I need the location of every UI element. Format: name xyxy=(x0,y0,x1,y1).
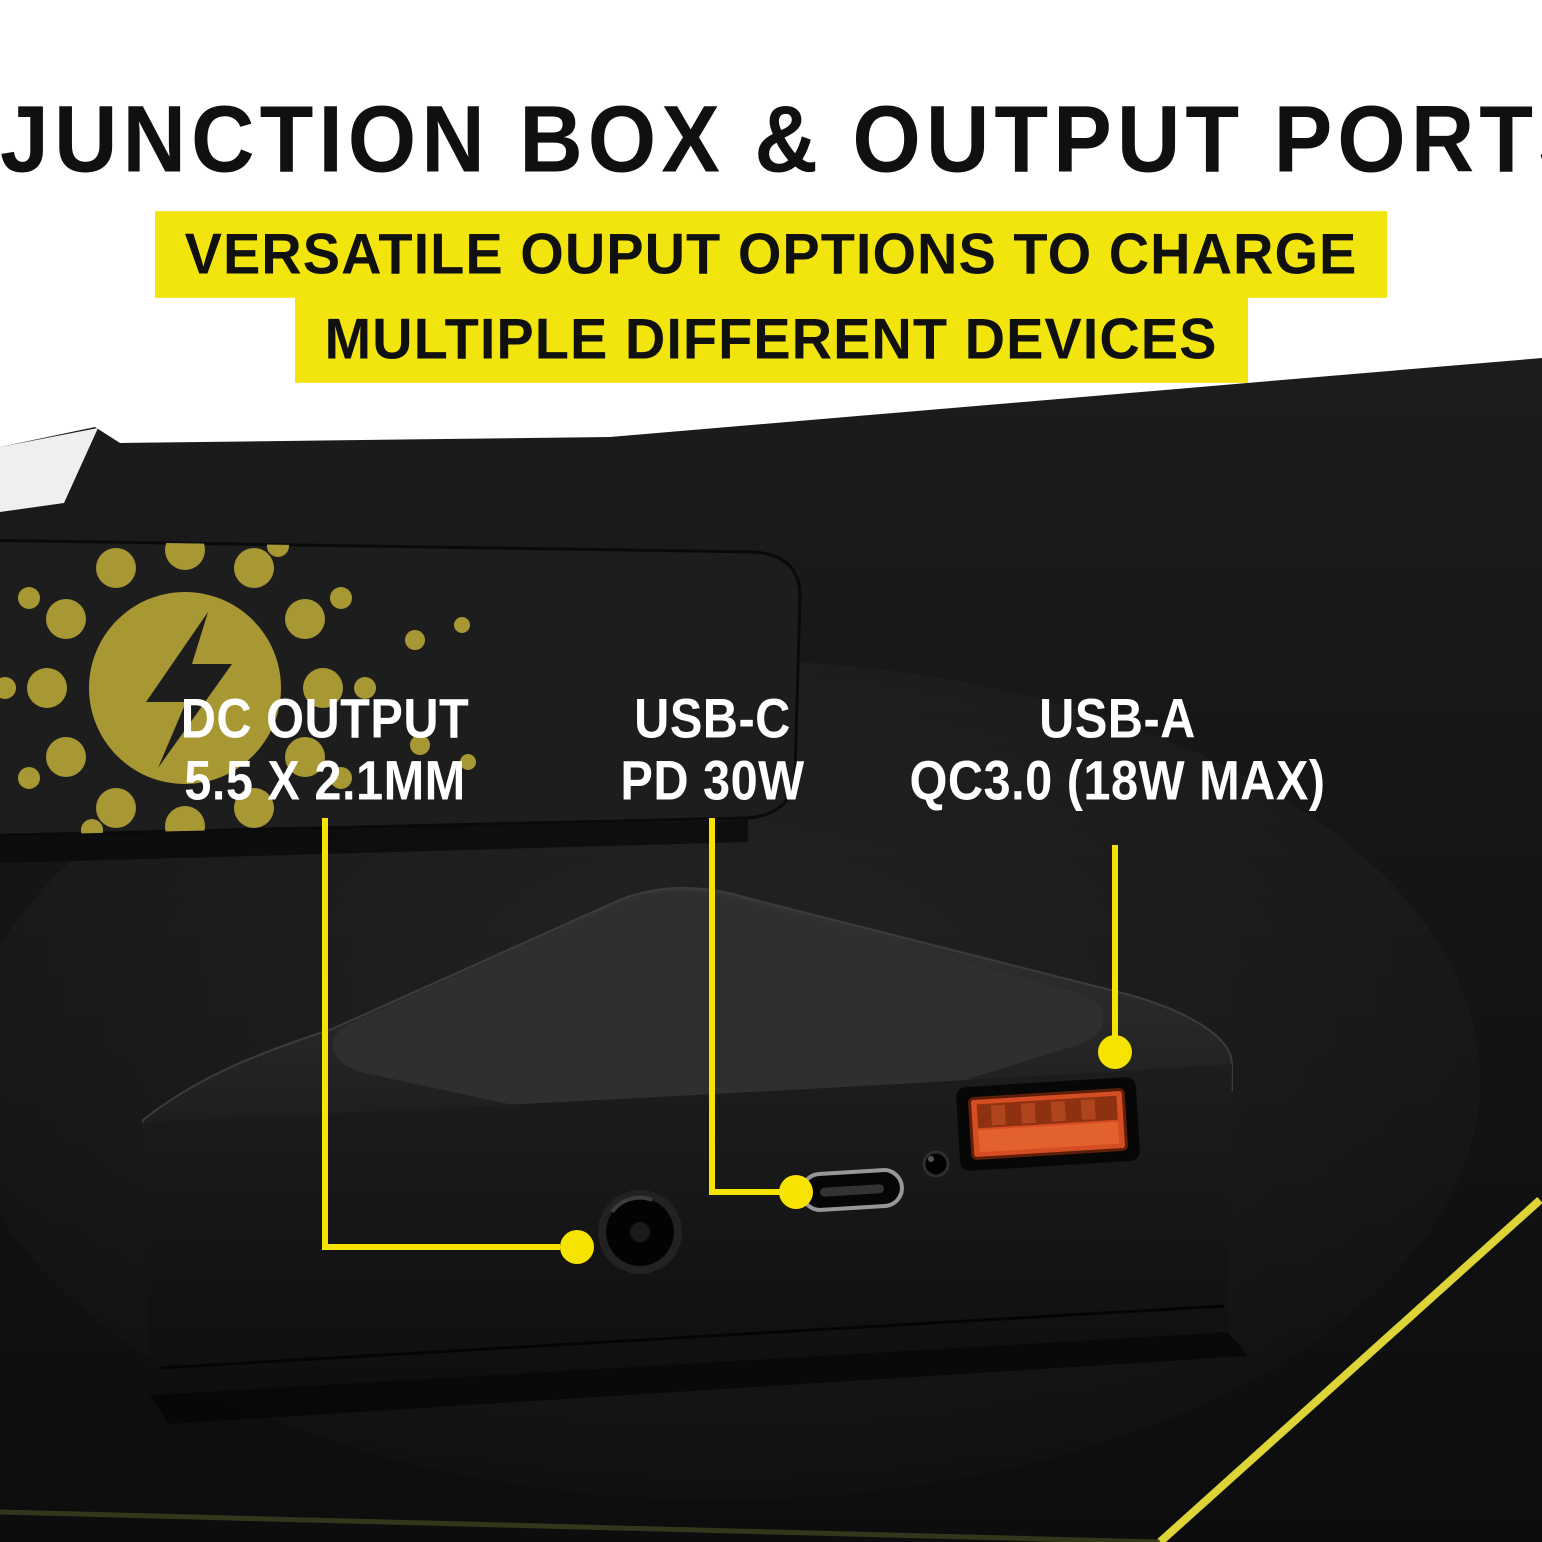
brand-logo xyxy=(0,540,476,836)
subtitle-highlight-line-1: VERSATILE OUPUT OPTIONS TO CHARGE xyxy=(154,211,1388,298)
usb-a-label-title: USB-A xyxy=(1039,688,1196,750)
callout-label-dc: DC OUTPUT 5.5 X 2.1MM xyxy=(113,688,536,813)
callout-label-usb-c: USB-C PD 30W xyxy=(540,688,885,813)
junction-box xyxy=(141,887,1233,1395)
panel-edge-piping xyxy=(1157,1197,1542,1542)
callout-dots xyxy=(560,1035,1132,1264)
usb-a-port xyxy=(956,1077,1140,1171)
page-title: JUNCTION BOX & OUTPUT PORTS xyxy=(0,85,1542,192)
callout-line-usbc xyxy=(709,818,780,1195)
callout-dot-dc xyxy=(560,1230,594,1264)
callout-dot-usba xyxy=(1098,1035,1132,1069)
led-indicator xyxy=(922,1150,950,1178)
logo-bolt-icon xyxy=(146,612,232,768)
dc-label-spec: 5.5 X 2.1MM xyxy=(184,750,466,813)
usb-c-label-spec: PD 30W xyxy=(620,750,805,813)
subtitle-block: VERSATILE OUPUT OPTIONS TO CHARGE MULTIP… xyxy=(0,211,1542,383)
subtitle-highlight-line-2: MULTIPLE DIFFERENT DEVICES xyxy=(294,296,1248,383)
usb-c-label-title: USB-C xyxy=(634,688,791,750)
panel-flap-shadow xyxy=(0,820,748,864)
dc-port xyxy=(598,1190,682,1274)
usb-a-label-spec: QC3.0 (18W MAX) xyxy=(909,750,1326,813)
callout-label-usb-a: USB-A QC3.0 (18W MAX) xyxy=(894,688,1340,813)
usb-c-port xyxy=(800,1168,904,1212)
dc-label-title: DC OUTPUT xyxy=(180,688,470,750)
callout-line-dc xyxy=(322,818,560,1250)
panel-fold-corner xyxy=(0,428,98,512)
junction-box-shadow xyxy=(150,1332,1248,1424)
panel-bottom-seam xyxy=(0,1509,1161,1542)
junction-box-plateau xyxy=(332,891,1104,1147)
callout-dot-usbc xyxy=(779,1175,813,1209)
junction-box-seam xyxy=(159,1304,1225,1370)
callout-lines xyxy=(322,818,1118,1250)
